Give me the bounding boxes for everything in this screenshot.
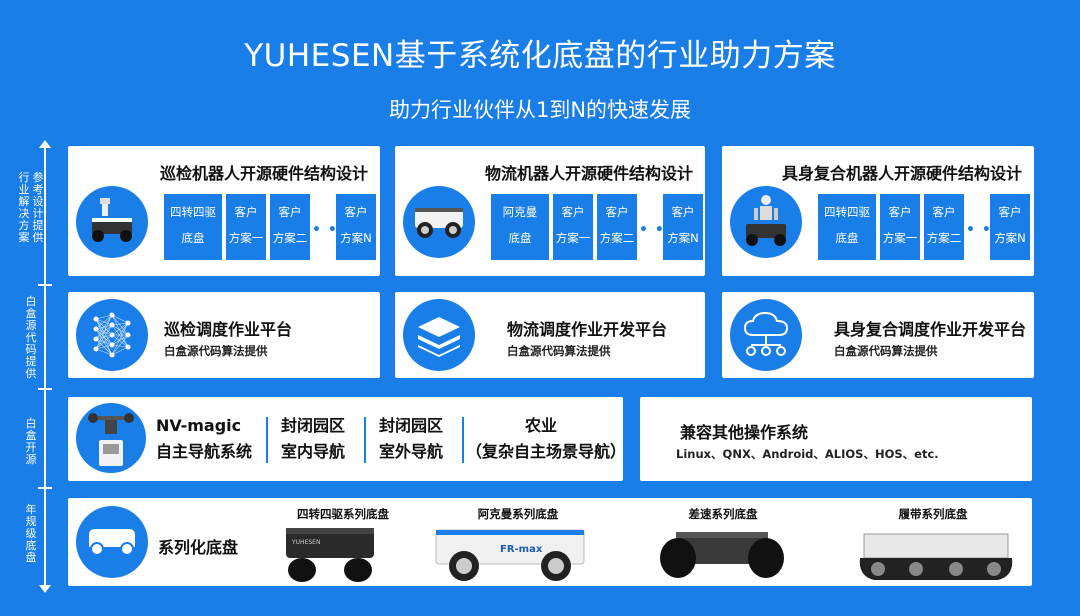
nav-item-line1: 封闭园区 — [378, 416, 443, 435]
axis-label-whitebox-open: 白盒开源 — [25, 417, 37, 466]
axis-arrow-down-icon — [39, 585, 51, 593]
chassis-box: 四转四驱底盘 — [164, 194, 222, 260]
axis-label-chassis: 年规级底盘 — [25, 503, 37, 564]
nav-divider — [462, 417, 464, 463]
card-logistics-platform: 物流调度作业开发平台白盒源代码算法提供 — [395, 292, 705, 378]
ellipsis-dots: • • • — [639, 222, 681, 238]
os-compat-title: 兼容其他操作系统 — [680, 423, 809, 442]
chassis-4wd-brand: YUHESEN — [291, 539, 320, 546]
neural-network-icon — [76, 299, 148, 371]
chassis-ackermann-image: FR-max — [435, 529, 585, 581]
embodied-platform-subtitle: 白盒源代码算法提供 — [834, 344, 938, 358]
layers-icon — [403, 299, 475, 371]
inspection-robot-icon — [76, 186, 148, 258]
nav-divider — [266, 417, 268, 463]
chassis-silhouette-icon — [76, 506, 148, 578]
nav-item-line1: NV-magic — [156, 416, 242, 435]
axis-tick — [38, 487, 52, 489]
inspection-platform-title: 巡检调度作业平台 — [164, 320, 293, 339]
logistics-robot-design-title: 物流机器人开源硬件结构设计 — [484, 164, 693, 183]
card-series-chassis: 系列化底盘 四转四驱系列底盘 阿克曼系列底盘 差速系列底盘 履带系列底盘 YUH… — [68, 498, 1032, 586]
chassis-label-ackermann: 阿克曼系列底盘 — [477, 507, 559, 521]
chassis-tracked-image — [859, 533, 1013, 580]
customer-solution-box: 客户方案二 — [924, 194, 964, 260]
card-inspection-robot-design: 巡检机器人开源硬件结构设计四转四驱底盘客户方案一客户方案二客户方案N• • • — [68, 146, 380, 276]
embodied-platform-title: 具身复合调度作业开发平台 — [834, 320, 1027, 339]
axis-tick — [38, 388, 52, 390]
customer-solution-box: 客户方案N — [336, 194, 376, 260]
customer-solution-box: 客户方案一 — [553, 194, 593, 260]
axis-tick — [38, 284, 52, 286]
card-inspection-platform: 巡检调度作业平台白盒源代码算法提供 — [68, 292, 380, 378]
chassis-4wd-image: YUHESEN — [286, 528, 374, 582]
nav-item-nv-magic: NV-magic 自主导航系统 — [156, 413, 256, 465]
nav-item-line2: 室外导航 — [378, 442, 443, 461]
logistics-platform-subtitle: 白盒源代码算法提供 — [507, 344, 611, 358]
ellipsis-dots: • • • — [966, 222, 1008, 238]
axis-label-whitebox-code: 白盒源代码提供 — [25, 295, 37, 380]
nav-item-closed-park-outdoor: 封闭园区室外导航 — [368, 413, 454, 465]
customer-solution-box: 客户方案N — [990, 194, 1030, 260]
axis-arrow-up-icon — [39, 140, 51, 148]
customer-solution-box: 客户方案二 — [270, 194, 310, 260]
axis-line — [44, 146, 46, 586]
embodied-robot-design-title: 具身复合机器人开源硬件结构设计 — [781, 164, 1022, 183]
customer-solution-box: 客户方案一 — [226, 194, 266, 260]
chassis-label-tracked: 履带系列底盘 — [898, 507, 968, 521]
page-title: YUHESEN基于系统化底盘的行业助力方案 — [244, 38, 836, 74]
logistics-robot-icon — [403, 186, 475, 258]
inspection-platform-subtitle: 白盒源代码算法提供 — [164, 344, 268, 358]
embodied-robot-icon — [730, 186, 802, 258]
nav-item-line2: （复杂自主场景导航） — [466, 442, 627, 461]
nav-item-line2: 室内导航 — [280, 442, 345, 461]
page-subtitle: 助力行业伙伴从1到N的快速发展 — [388, 98, 692, 122]
chassis-box: 四转四驱底盘 — [818, 194, 876, 260]
card-embodied-platform: 具身复合调度作业开发平台白盒源代码算法提供 — [722, 292, 1034, 378]
customer-solution-box: 客户方案N — [663, 194, 703, 260]
os-compat-list: Linux、QNX、Android、ALIOS、HOS、etc. — [676, 447, 939, 461]
nav-item-closed-park-indoor: 封闭园区室内导航 — [270, 413, 356, 465]
customer-solution-box: 客户方案二 — [597, 194, 637, 260]
chassis-label-differential: 差速系列底盘 — [688, 507, 758, 521]
nav-item-line2: 自主导航系统 — [156, 442, 253, 461]
nav-item-agriculture: 农业 （复杂自主场景导航） — [466, 413, 627, 465]
ellipsis-dots: • • • — [312, 222, 354, 238]
logistics-platform-title: 物流调度作业开发平台 — [507, 320, 668, 339]
inspection-robot-design-title: 巡检机器人开源硬件结构设计 — [159, 164, 368, 183]
chassis-differential-image — [660, 532, 784, 578]
card-logistics-robot-design: 物流机器人开源硬件结构设计阿克曼底盘客户方案一客户方案二客户方案N• • • — [395, 146, 705, 276]
nav-item-line1: 农业 — [524, 416, 557, 435]
card-os-compat: 兼容其他操作系统 Linux、QNX、Android、ALIOS、HOS、etc… — [640, 397, 1032, 481]
chassis-box: 阿克曼底盘 — [491, 194, 549, 260]
cloud-network-icon — [730, 299, 802, 371]
chassis-label-4wd: 四转四驱系列底盘 — [297, 507, 389, 521]
series-chassis-title: 系列化底盘 — [158, 538, 239, 557]
nav-divider — [364, 417, 366, 463]
card-embodied-robot-design: 具身复合机器人开源硬件结构设计四转四驱底盘客户方案一客户方案二客户方案N• • … — [722, 146, 1034, 276]
axis-label-solutions: 行业解决方案 参考设计提供 — [18, 171, 44, 244]
chassis-ackermann-brand: FR-max — [500, 544, 543, 555]
navigation-device-icon — [76, 403, 146, 473]
nav-item-line1: 封闭园区 — [280, 416, 345, 435]
customer-solution-box: 客户方案一 — [880, 194, 920, 260]
